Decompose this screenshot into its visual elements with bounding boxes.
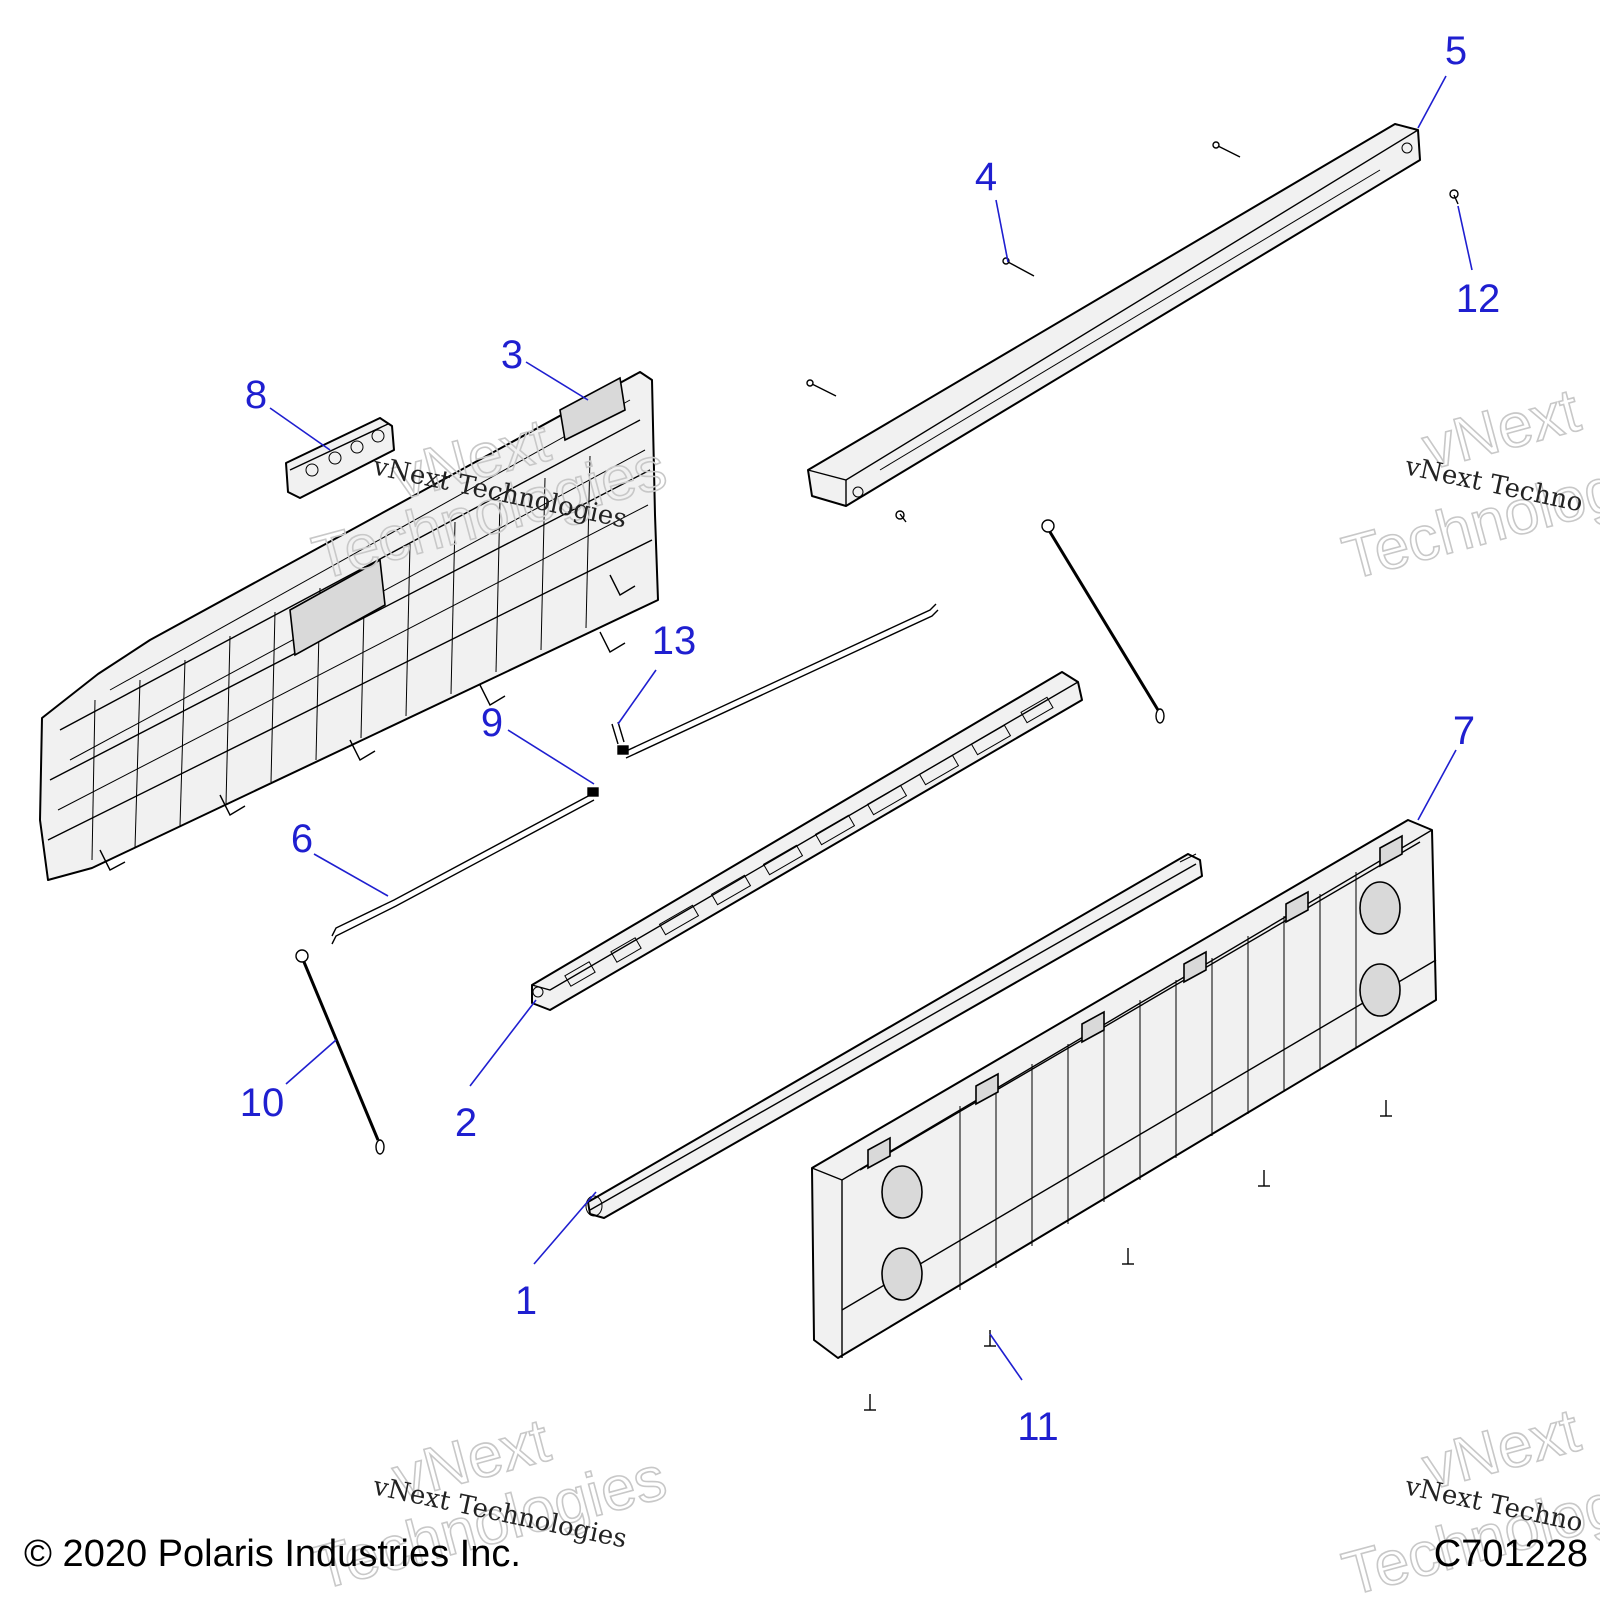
callout-9: 9 (481, 701, 503, 745)
part-10-cable-left (295, 949, 385, 1155)
callout-5: 5 (1445, 29, 1467, 73)
part-2-latch-channel (531, 671, 1083, 1011)
part-11-push-rivets (864, 1100, 1392, 1411)
copyright-notice: © 2020 Polaris Industries Inc. (24, 1533, 521, 1575)
callout-4: 4 (975, 155, 997, 199)
callout-1: 1 (515, 1279, 537, 1323)
part-6-latch-rod (331, 603, 939, 945)
part-8-latch-bracket (285, 417, 395, 499)
watermark-top-right: vNext Technologies vNext Techno (1335, 375, 1600, 594)
callout-7: 7 (1453, 709, 1475, 753)
callout-numbers: 1 2 3 4 5 6 7 8 9 10 11 12 13 (240, 29, 1501, 1449)
callout-11: 11 (1017, 1405, 1059, 1449)
callout-8: 8 (245, 373, 267, 417)
leader-lines (269, 75, 1473, 1381)
callout-12: 12 (1456, 277, 1501, 321)
callout-10: 10 (240, 1081, 285, 1125)
callout-13: 13 (652, 619, 697, 663)
figure-code: C701228 (1434, 1533, 1588, 1575)
part-7-tailgate-outer-panel (811, 819, 1437, 1359)
part-5-top-cap-rail (807, 123, 1421, 507)
bolt-hardware (806, 141, 1459, 523)
callout-6: 6 (291, 817, 313, 861)
part-13-clip (611, 721, 625, 745)
callout-2: 2 (455, 1101, 477, 1145)
callout-3: 3 (501, 333, 523, 377)
part-1-hinge-tube (585, 853, 1203, 1219)
part-10-cable-right (1041, 519, 1165, 724)
part-3-inner-panel (39, 371, 659, 881)
